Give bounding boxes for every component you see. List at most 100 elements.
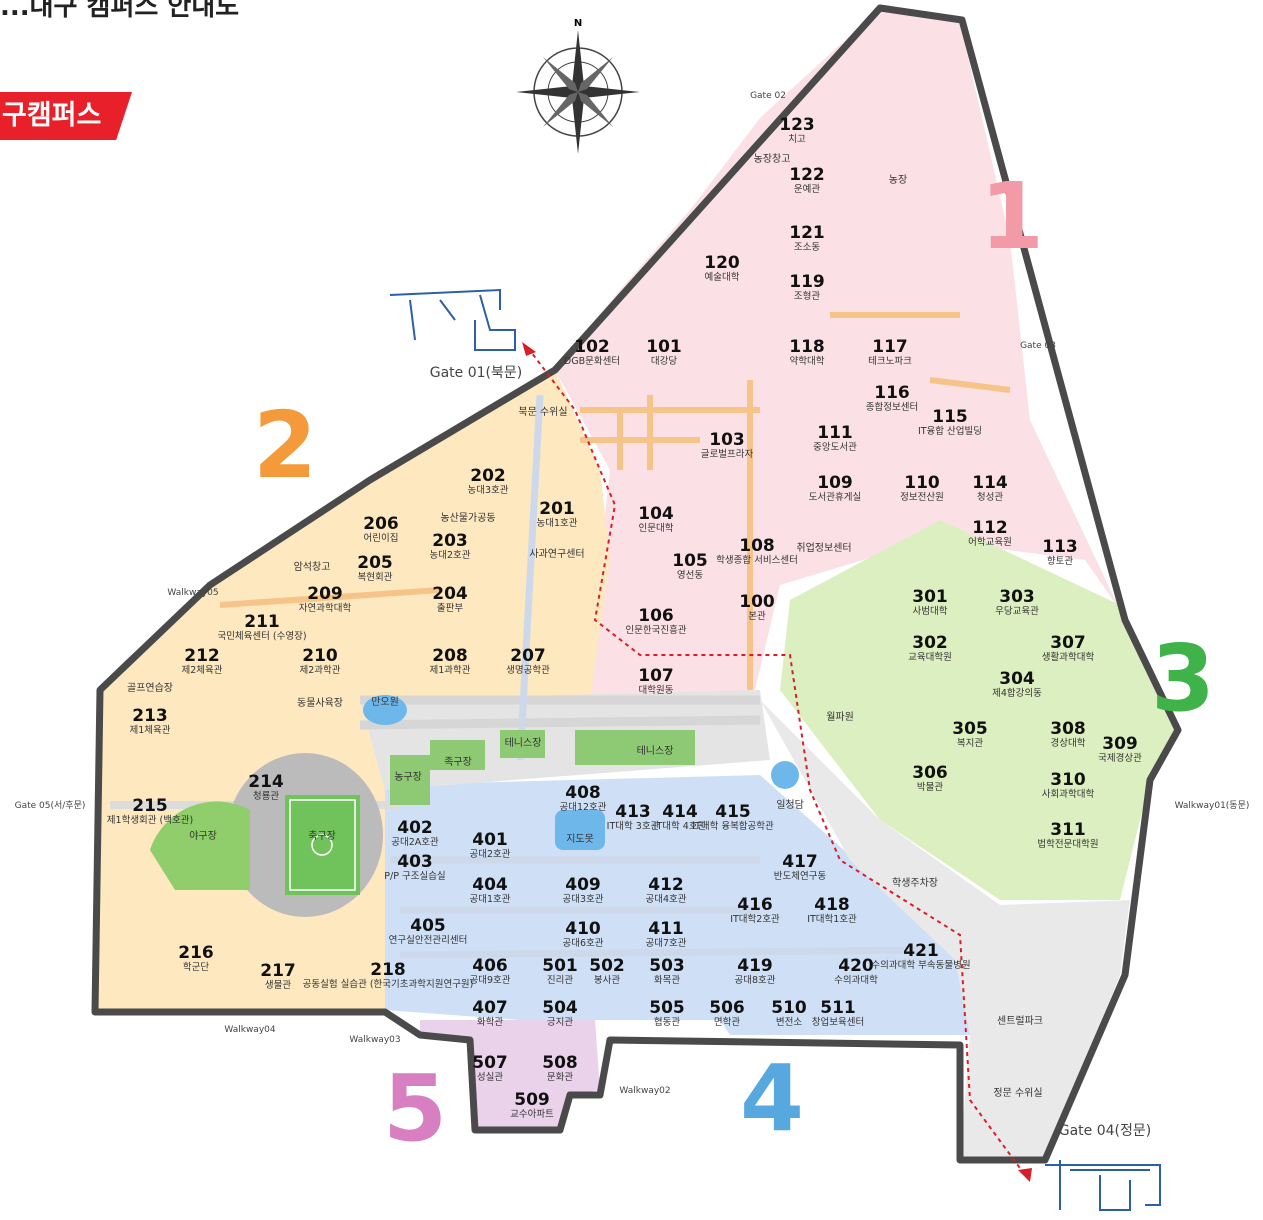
building-number: 419: [737, 956, 773, 976]
building-number: 504: [542, 998, 578, 1018]
soccer-field: [285, 795, 360, 895]
misc-labels: 농장 농장창고 북문 수위실 농산물가공동 사과연구센터 암석창고 골프연습장 …: [127, 153, 1043, 1099]
building-name: 화학관: [477, 1017, 503, 1028]
building-number: 501: [542, 956, 578, 976]
building-name: 긍지관: [547, 1017, 573, 1028]
building-name: 사범대학: [913, 606, 948, 617]
building-number: 209: [307, 584, 343, 604]
building-name: 수의과대학: [834, 975, 878, 986]
building-name: 공대2호관: [469, 849, 510, 860]
building-number: 508: [542, 1053, 578, 1073]
building-name: 농대1호관: [536, 518, 577, 529]
building-number: 121: [789, 223, 825, 243]
building-number: 408: [565, 783, 601, 803]
